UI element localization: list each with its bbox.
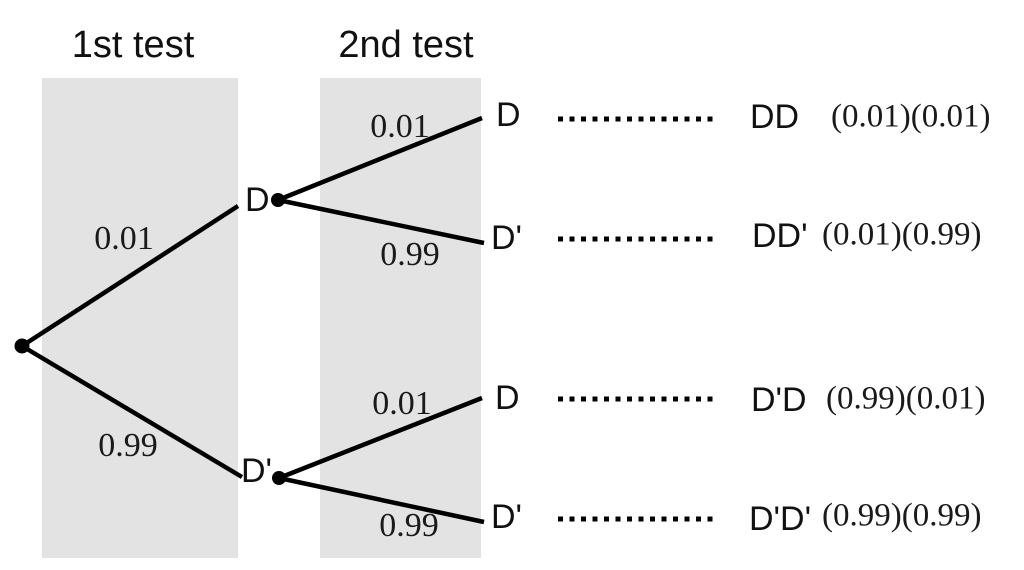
outcome-prob-DD: (0.01)(0.01) — [831, 98, 991, 135]
outcome-label-DprimeDprime: D'D' — [749, 500, 812, 538]
prob-first-Dprime: 0.99 — [98, 427, 158, 464]
branch-root-to-Dprime — [20, 344, 244, 479]
leaf-label-row2: D' — [491, 219, 523, 257]
prob-D-to-Dprime: 0.99 — [380, 236, 440, 273]
outcome-label-DprimeD: D'D — [751, 381, 807, 419]
outcome-label-DDprime: DD' — [752, 217, 808, 255]
prob-D-to-D: 0.01 — [370, 108, 430, 145]
outcome-prob-DprimeDprime: (0.99)(0.99) — [822, 497, 982, 534]
second-test-band — [320, 78, 481, 558]
D-node-dot — [271, 193, 285, 207]
root-node-dot — [14, 338, 30, 354]
prob-Dprime-to-Dprime: 0.99 — [379, 507, 439, 544]
prob-Dprime-to-D: 0.01 — [372, 385, 432, 422]
outcome-prob-DDprime: (0.01)(0.99) — [822, 216, 982, 253]
leaf-label-row1: D — [496, 96, 521, 134]
branch-D-to-D — [277, 115, 483, 203]
node-label-D: D — [245, 181, 270, 219]
outcome-label-DD: DD — [750, 98, 800, 136]
outcome-prob-DprimeD: (0.99)(0.01) — [826, 380, 986, 417]
node-label-Dprime: D' — [241, 452, 273, 490]
branch-Dprime-to-D — [278, 395, 483, 481]
prob-first-D: 0.01 — [94, 220, 154, 257]
branch-Dprime-to-Dprime — [278, 475, 485, 525]
branch-root-to-D — [20, 204, 240, 348]
Dprime-node-dot — [272, 471, 286, 485]
leaf-label-row4: D' — [491, 498, 523, 536]
first-test-header: 1st test — [71, 24, 195, 66]
branch-D-to-Dprime — [277, 197, 485, 246]
leaf-label-row3: D — [495, 379, 520, 417]
first-test-band — [42, 78, 238, 558]
second-test-header: 2nd test — [338, 24, 474, 66]
